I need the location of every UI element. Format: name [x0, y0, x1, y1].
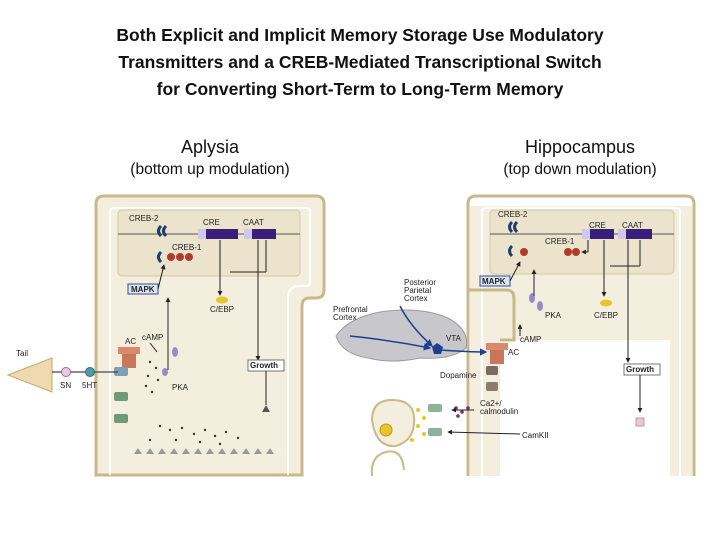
hippocampus-caat-label: CAAT [622, 221, 643, 230]
ppc-to-vta-pathway [399, 305, 433, 347]
ca-calmodulin-label-2: calmodulin [480, 407, 518, 416]
title-line-3: for Converting Short-Term to Long-Term M… [156, 79, 564, 99]
pfc-to-vta-pathway [349, 335, 432, 351]
title-line-2: Transmitters and a CREB-Mediated Transcr… [118, 52, 602, 72]
hippocampus-nucleus [489, 209, 675, 275]
aplysia-growth-label: Growth [250, 361, 278, 370]
presynaptic-terminal [370, 398, 416, 448]
hippocampus-cebp-label: C/EBP [594, 311, 618, 320]
aplysia-caat-label: CAAT [243, 218, 264, 227]
hippocampus-creb2-icon [508, 220, 514, 234]
hippocampus-creb1-label: CREB-1 [545, 237, 575, 246]
tail-label: Tail [16, 349, 28, 358]
aplysia-creb2-icon-2 [157, 250, 163, 264]
hippocampus-ac-label: AC [508, 348, 519, 357]
aplysia-creb2-label: CREB-2 [129, 214, 159, 223]
5ht-label: 5HT [82, 381, 97, 390]
hippocampus-cebp-icon [600, 299, 612, 307]
aplysia-caat-site [244, 229, 252, 239]
aplysia-nucleus [117, 209, 301, 277]
hippocampus-panel: CREB-2 CRE CAAT CREB-1 MAPK PKA C/EBP [333, 194, 696, 477]
hippocampus-camp-label: cAMP [520, 335, 541, 344]
aplysia-heading-block: Aplysia (bottom up modulation) [80, 136, 340, 180]
aplysia-channel [114, 392, 128, 401]
aplysia-pka-icon [172, 347, 178, 357]
hippocampus-cre-gene [590, 229, 614, 239]
hippocampus-mapk-label: MAPK [482, 277, 506, 286]
aplysia-panel: CREB-2 CRE CAAT CREB-1 MAPK C/EBP AC cAM… [6, 194, 326, 477]
aplysia-cell-inner [109, 207, 311, 475]
pfc-label-2: Cortex [333, 313, 357, 322]
aplysia-subheading: (bottom up modulation) [130, 161, 290, 178]
aplysia-synaptic-terminals [134, 448, 274, 454]
aplysia-neurotransmitter-dots [144, 360, 240, 446]
vta-neuron-icon [432, 343, 443, 354]
hippocampus-growth-marker [635, 417, 645, 427]
aplysia-ac-enzyme [118, 347, 140, 354]
hippocampus-heading-block: Hippocampus (top down modulation) [450, 136, 710, 180]
aplysia-pka-label: PKA [172, 383, 189, 392]
dopamine-receptor [486, 366, 498, 375]
vta-to-cell-pathway [439, 348, 488, 356]
tail-skin-icon [6, 357, 53, 393]
hippocampus-creb2-label: CREB-2 [498, 210, 528, 219]
5ht-neuron-icon [85, 367, 95, 377]
slide-title: Both Explicit and Implicit Memory Storag… [40, 22, 680, 103]
aplysia-heading: Aplysia [180, 137, 240, 157]
nmda-receptor [428, 404, 442, 412]
glutamate-dots [410, 408, 426, 442]
hippocampus-ac-enzyme [486, 343, 508, 350]
ca-calmodulin-label-1: Ca2+/ [480, 399, 502, 408]
hippocampus-pka-label: PKA [545, 311, 562, 320]
aplysia-ac-label: AC [125, 337, 136, 346]
title-line-1: Both Explicit and Implicit Memory Storag… [116, 25, 604, 45]
pfc-label-1: Prefrontal [333, 305, 368, 314]
sn-neuron-icon [61, 367, 71, 377]
hippocampus-creb1-icon [520, 248, 528, 256]
aplysia-cebp-label: C/EBP [210, 305, 234, 314]
vta-label: VTA [446, 334, 462, 343]
hippocampus-growth-label: Growth [626, 365, 654, 374]
aplysia-growth-marker [262, 405, 270, 412]
aplysia-creb1-label: CREB-1 [172, 243, 202, 252]
hippocampus-cell-body [466, 194, 696, 476]
aplysia-cre-site [198, 229, 206, 239]
aplysia-caat-gene [252, 229, 276, 239]
aplysia-camp-label: cAMP [142, 333, 163, 342]
ppc-label-1: Posterior [404, 278, 436, 287]
aplysia-creb1-icon [167, 253, 175, 261]
aplysia-mapk-label: MAPK [131, 285, 155, 294]
hippocampus-growth-box [623, 363, 661, 376]
glutamate-vesicle-icon [379, 423, 393, 437]
aplysia-creb2-icon [157, 224, 163, 238]
aplysia-cebp-icon [216, 296, 228, 304]
ppc-label-2: Parietal [404, 286, 431, 295]
ppc-label-3: Cortex [404, 294, 428, 303]
hippocampus-subheading: (top down modulation) [503, 161, 657, 178]
aplysia-receptor [114, 367, 128, 376]
calcium-dots [454, 406, 470, 418]
hippocampus-heading: Hippocampus [524, 137, 636, 157]
aplysia-cre-label: CRE [203, 218, 220, 227]
hippocampus-cre-label: CRE [589, 221, 606, 230]
hippocampus-caat-gene [626, 229, 652, 239]
sn-label: SN [60, 381, 71, 390]
dopamine-label: Dopamine [440, 371, 477, 380]
camkii-label: CamKII [522, 431, 549, 440]
aplysia-cre-gene [206, 229, 238, 239]
